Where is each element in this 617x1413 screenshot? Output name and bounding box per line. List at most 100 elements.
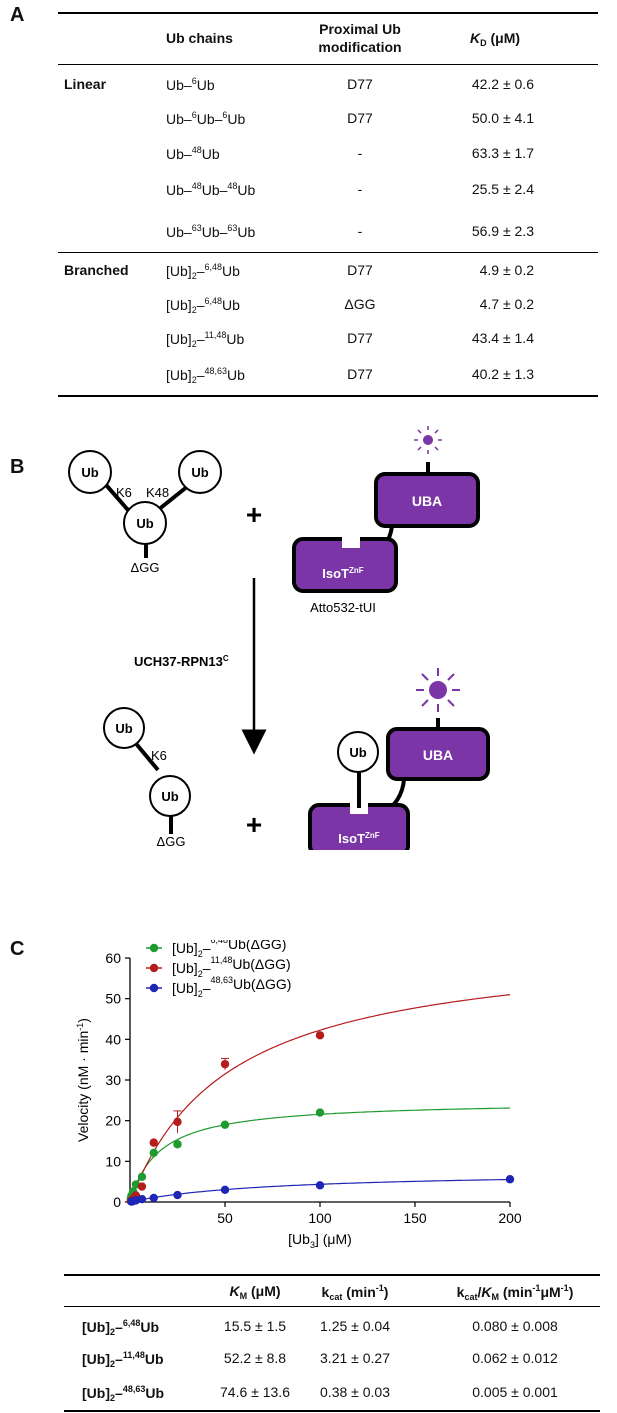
ub-chain-cell: Ub–48Ub–48Ub <box>166 181 256 198</box>
panel-b-letter: B <box>10 456 25 478</box>
table-bottom-rule <box>58 395 598 397</box>
ub-chain-cell: Ub–6Ub <box>166 76 215 93</box>
table-top-rule <box>58 12 598 14</box>
legend-label: [Ub]2–11,48Ub(ΔGG) <box>172 955 291 979</box>
svg-text:Ub: Ub <box>191 465 208 480</box>
kcat-km-value-cell: 0.062 ± 0.012 <box>472 1350 558 1366</box>
kcat-km-value-cell: 0.005 ± 0.001 <box>472 1384 558 1400</box>
svg-text:IsoTZnF: IsoTZnF <box>322 566 364 581</box>
k6-label: K6 <box>116 485 132 500</box>
x-tick-label: 50 <box>217 1210 233 1226</box>
ub-chain-cell: Ub–48Ub <box>166 145 220 162</box>
data-point <box>149 1148 158 1157</box>
data-point <box>149 1193 158 1203</box>
data-point <box>137 1172 147 1181</box>
kinetics-table-top-rule <box>64 1274 600 1276</box>
kd-value-cell: 4.9 ± 0.2 <box>479 262 534 278</box>
plus-sign: + <box>246 499 262 530</box>
svg-text:+: + <box>246 809 262 840</box>
modification-cell: - <box>357 223 363 239</box>
probe-label: Atto532-tUI <box>310 600 376 615</box>
ub-circle-bound <box>337 731 379 773</box>
y-tick-label: 50 <box>105 991 121 1007</box>
branched-trimer-diagram: Ub Ub Ub K6 K48 ΔGG <box>68 450 222 575</box>
ub-chain-cell: Ub–6Ub–6Ub <box>166 110 246 127</box>
header-rule <box>58 64 598 65</box>
y-tick-label: 20 <box>105 1113 121 1129</box>
ub-circle-right <box>178 450 222 494</box>
kcat-value-cell: 3.21 ± 0.27 <box>320 1350 390 1366</box>
svg-text:ΔGG: ΔGG <box>157 834 186 849</box>
svg-text:UBA: UBA <box>412 493 442 509</box>
fluorophore-glow-icon <box>416 668 460 712</box>
data-point <box>149 1138 158 1147</box>
enzyme-label: UCH37-RPN13C <box>134 654 229 669</box>
header-proximal-modification: Proximal Ub modification <box>318 21 402 55</box>
modification-cell: ΔGG <box>344 296 376 312</box>
k48-label: K48 <box>146 485 169 500</box>
legend-label: [Ub]2–48,63Ub(ΔGG) <box>172 975 291 999</box>
data-point <box>220 1120 230 1129</box>
kd-value-cell: 63.3 ± 1.7 <box>471 145 534 161</box>
data-point <box>505 1175 515 1184</box>
modification-cell: D77 <box>347 330 373 346</box>
legend-marker <box>149 983 159 993</box>
kinetics-row-name: [Ub]2–11,48Ub <box>82 1350 164 1369</box>
panel-c-letter: C <box>10 938 25 960</box>
ub-chain-cell: [Ub]2–6,48Ub <box>166 262 240 281</box>
kcat-km-value-cell: 0.080 ± 0.008 <box>472 1318 558 1334</box>
data-point <box>137 1182 147 1191</box>
bound-probe-diagram: UBA Ub IsoTZnF <box>308 668 490 850</box>
data-point <box>220 1185 230 1194</box>
svg-text:Ub: Ub <box>81 465 98 480</box>
fluorophore-icon <box>414 426 442 454</box>
modification-cell: D77 <box>347 110 373 126</box>
kcat-value-cell: 1.25 ± 0.04 <box>320 1318 390 1334</box>
svg-text:Ub: Ub <box>349 745 366 760</box>
ub-chain-cell: [Ub]2–6,48Ub <box>166 296 240 315</box>
dgg-label: ΔGG <box>131 560 160 575</box>
kinetics-header-rule <box>64 1306 600 1307</box>
modification-cell: D77 <box>347 366 373 382</box>
cleaved-dimer-diagram: Ub Ub K6 ΔGG <box>103 707 191 849</box>
data-point <box>220 1059 230 1069</box>
km-value-cell: 74.6 ± 13.6 <box>220 1384 290 1400</box>
x-tick-label: 100 <box>308 1210 332 1226</box>
ub-circle-proximal <box>123 501 167 545</box>
data-point <box>173 1117 182 1127</box>
y-tick-label: 0 <box>113 1194 121 1210</box>
x-axis-label: [Ub3] (μM) <box>288 1231 352 1250</box>
kd-value-cell: 50.0 ± 4.1 <box>471 110 534 126</box>
data-point <box>173 1140 182 1149</box>
kd-value-cell: 42.2 ± 0.6 <box>471 76 534 92</box>
x-tick-label: 200 <box>498 1210 522 1226</box>
ub-chain-cell: Ub–63Ub–63Ub <box>166 223 256 240</box>
kinetics-header: kcat (min-1) <box>321 1283 389 1302</box>
legend-marker <box>149 943 159 953</box>
ub-circle-left <box>68 450 112 494</box>
svg-text:Ub: Ub <box>136 516 153 531</box>
svg-text:K6: K6 <box>151 748 167 763</box>
uba-domain <box>374 472 480 528</box>
kd-value-cell: 40.2 ± 1.3 <box>471 366 534 382</box>
km-value-cell: 15.5 ± 1.5 <box>223 1318 287 1334</box>
group-label: Branched <box>64 262 129 278</box>
kinetics-table-bottom-rule <box>64 1410 600 1412</box>
kd-value-cell: 56.9 ± 2.3 <box>471 223 534 239</box>
data-point <box>315 1031 325 1040</box>
svg-text:UBA: UBA <box>423 747 453 763</box>
panel-b-schematic: Ub Ub Ub K6 K48 ΔGG + UBA IsoTZnF Atto53… <box>68 426 490 850</box>
kcat-value-cell: 0.38 ± 0.03 <box>320 1384 390 1400</box>
data-point <box>137 1194 147 1204</box>
header-kd: KD (μM) <box>470 30 521 48</box>
km-value-cell: 52.2 ± 8.8 <box>223 1350 287 1366</box>
x-tick-label: 150 <box>403 1210 427 1226</box>
group-divider-rule <box>58 252 598 253</box>
y-tick-label: 60 <box>105 950 121 966</box>
svg-text:Ub: Ub <box>161 789 178 804</box>
svg-text:Ub: Ub <box>115 721 132 736</box>
ub-chain-cell: [Ub]2–48,63Ub <box>166 366 245 385</box>
kinetics-row-name: [Ub]2–48,63Ub <box>82 1384 165 1403</box>
header-ub-chains: Ub chains <box>166 30 233 46</box>
svg-text:IsoTZnF: IsoTZnF <box>338 831 380 846</box>
